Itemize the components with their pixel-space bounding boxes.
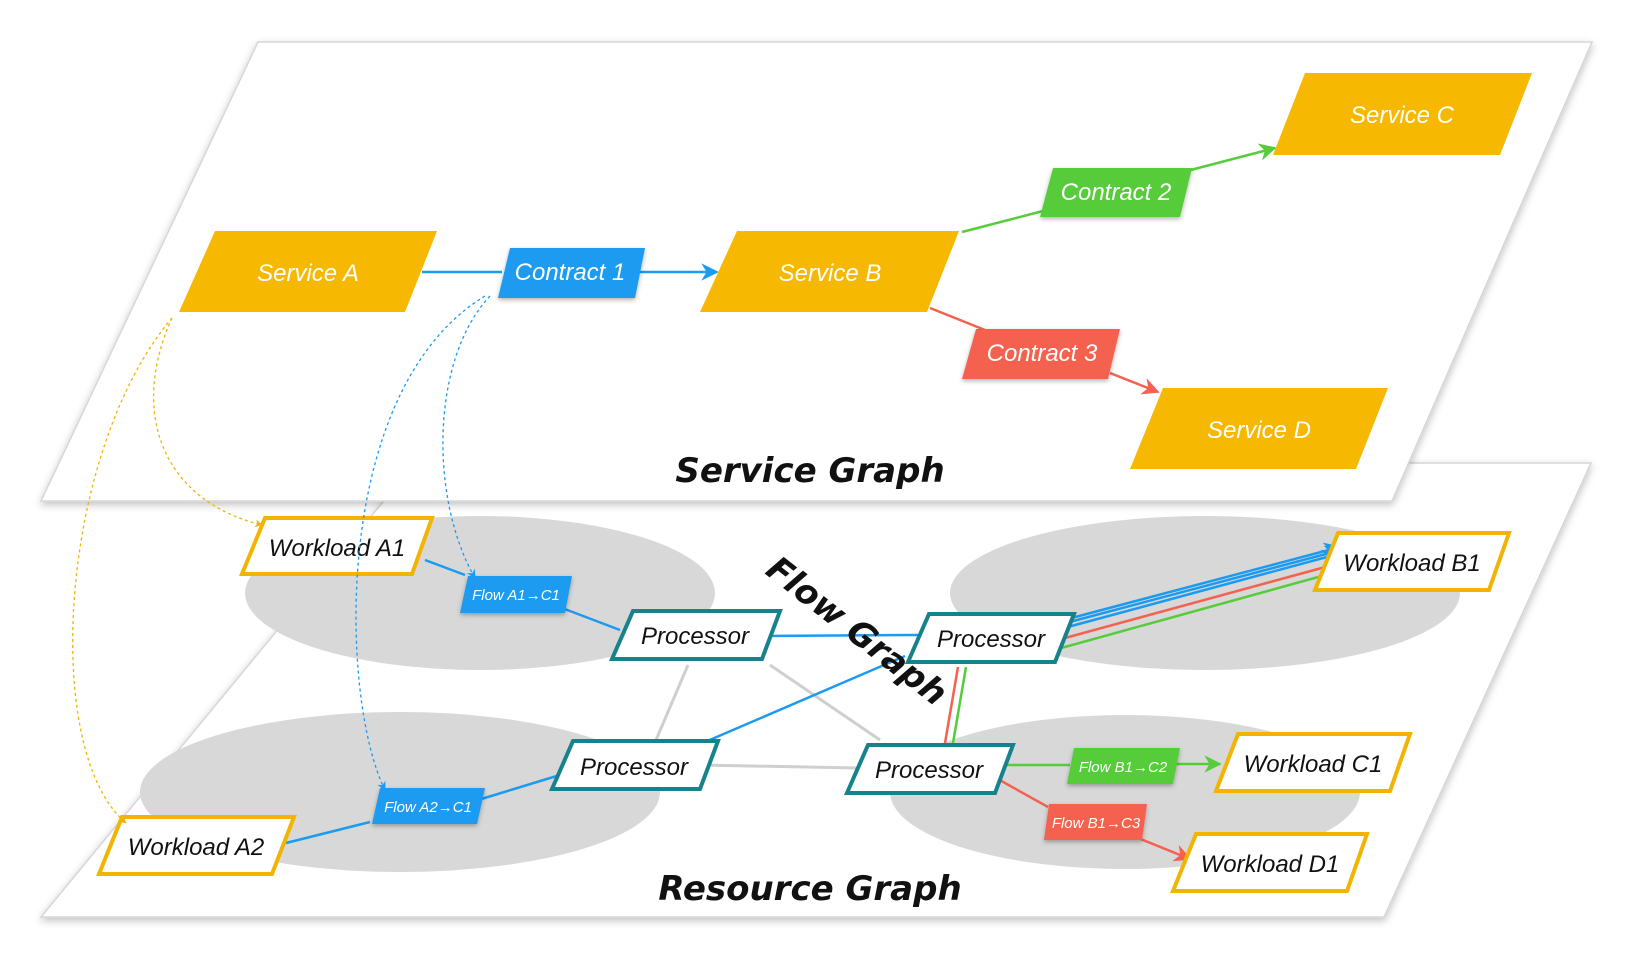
contract-1-label: Contract 1 xyxy=(515,259,626,286)
processor-b1[interactable]: Processor xyxy=(904,612,1077,664)
processor-a2[interactable]: Processor xyxy=(548,739,721,791)
service-d-label: Service D xyxy=(1207,417,1311,444)
flow-b1-c2-label: Flow B1→C2 xyxy=(1079,759,1168,776)
mapping-contract-1-to-flows xyxy=(355,295,491,791)
service-a[interactable]: Service A xyxy=(179,231,437,312)
flow-a1-c1[interactable]: Flow A1→C1 xyxy=(460,576,572,613)
workload-b1-label: Workload B1 xyxy=(1343,550,1480,577)
resource-graph-title: Resource Graph xyxy=(658,869,961,909)
edge-c2-c xyxy=(1182,143,1277,174)
service-c[interactable]: Service C xyxy=(1273,73,1532,155)
service-c-label: Service C xyxy=(1350,102,1455,129)
processor-a1[interactable]: Processor xyxy=(608,609,783,661)
service-a-label: Service A xyxy=(257,260,359,287)
workload-d1[interactable]: Workload D1 xyxy=(1170,832,1370,893)
processor-b2-label: Processor xyxy=(875,757,984,784)
workload-a1[interactable]: Workload A1 xyxy=(239,516,435,576)
processor-b2[interactable]: Processor xyxy=(843,743,1016,795)
flow-red-to-b1 xyxy=(1053,561,1341,643)
flow-b1-c3-out xyxy=(1137,836,1192,862)
workload-b1[interactable]: Workload B1 xyxy=(1312,531,1512,592)
processor-a1-label: Processor xyxy=(641,623,750,650)
flow-green-up xyxy=(951,666,968,744)
workload-c1-label: Workload C1 xyxy=(1244,751,1383,778)
flow-green-to-b1 xyxy=(1053,569,1341,652)
workload-d1-label: Workload D1 xyxy=(1201,851,1340,878)
workload-a1-label: Workload A1 xyxy=(269,535,406,562)
service-b-label: Service B xyxy=(779,260,882,287)
mapping-service-a-to-workloads xyxy=(72,317,263,824)
service-b[interactable]: Service B xyxy=(700,231,959,312)
flow-red-up xyxy=(943,666,960,744)
edge-b-c2 xyxy=(961,209,1044,234)
contract-3[interactable]: Contract 3 xyxy=(962,329,1120,379)
flow-b1-c3-in xyxy=(995,776,1049,809)
contract-2-label: Contract 2 xyxy=(1061,179,1172,206)
service-d[interactable]: Service D xyxy=(1130,388,1388,469)
contract-1[interactable]: Contract 1 xyxy=(498,248,645,298)
edge-c3-d xyxy=(1109,371,1160,395)
flow-b1-c2[interactable]: Flow B1→C2 xyxy=(1067,748,1180,784)
workload-a2[interactable]: Workload A2 xyxy=(96,815,297,876)
flow-a1-path xyxy=(424,542,1343,638)
processor-b1-label: Processor xyxy=(937,626,1046,653)
flow-b1-c3-label: Flow B1→C3 xyxy=(1052,815,1141,832)
contract-2[interactable]: Contract 2 xyxy=(1040,168,1192,217)
edge-b-c3 xyxy=(929,306,991,334)
workload-a2-label: Workload A2 xyxy=(128,834,265,861)
processor-a2-label: Processor xyxy=(580,754,689,781)
flow-a1-c1-label: Flow A1→C1 xyxy=(472,587,560,604)
service-graph-title: Service Graph xyxy=(675,451,944,491)
processor-mesh-links xyxy=(654,663,881,770)
flow-b1-c3[interactable]: Flow B1→C3 xyxy=(1044,804,1147,840)
contract-3-label: Contract 3 xyxy=(987,340,1098,367)
flow-a2-c1[interactable]: Flow A2→C1 xyxy=(372,788,485,824)
flow-a2-path xyxy=(285,654,906,845)
flow-a2-c1-label: Flow A2→C1 xyxy=(384,799,472,816)
workload-c1[interactable]: Workload C1 xyxy=(1213,732,1413,793)
